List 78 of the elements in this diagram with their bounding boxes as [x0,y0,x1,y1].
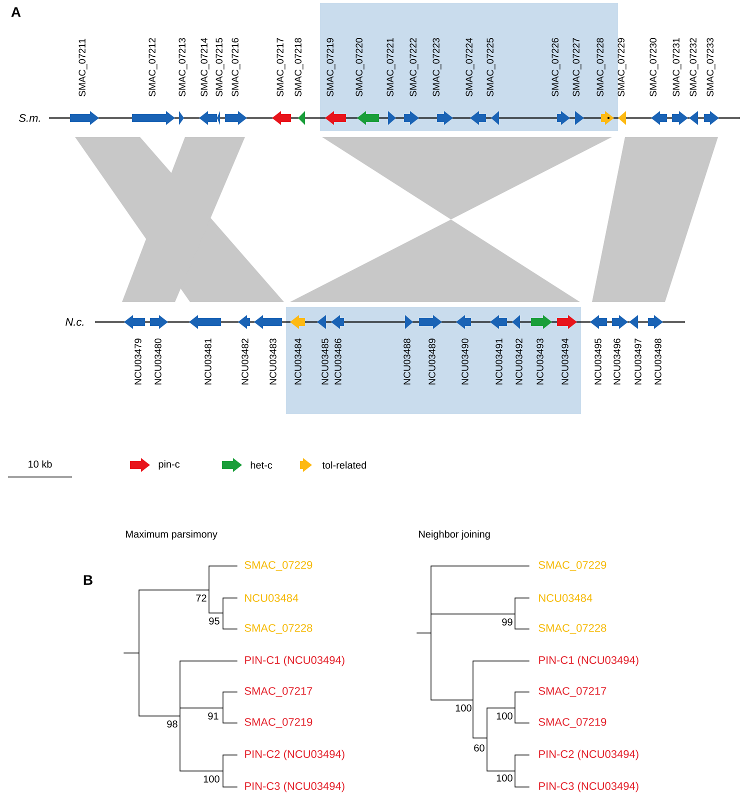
node-label: NCU03488 [404,338,410,384]
node-label: NCU03495 [594,338,602,384]
bootstrap-value: 100 [204,775,220,783]
node-label: SMAC_07219 [326,38,336,96]
node-label: SMAC_07227 [572,38,582,96]
scale-label: 10 kb [28,460,52,468]
panel-letter: B [84,575,92,585]
node-label: SMAC_07222 [410,38,418,96]
bootstrap-value: 100 [496,712,512,720]
leaf-label: NCU03484 [245,594,298,602]
node-label: SMAC_07211 [78,38,88,96]
leaf-label: SMAC_07217 [538,687,606,697]
node-label: SMAC_07214 [200,38,210,96]
node-label: NCU03498 [654,338,662,384]
bootstrap-value: 91 [208,712,218,720]
leaf-label: PIN-C1 (NCU03494) [245,656,344,666]
leaf-label: SMAC_07229 [538,561,606,571]
node-label: SMAC_07230 [650,38,658,96]
node-label: SMAC_07216 [232,38,240,96]
bootstrap-value: 98 [167,720,178,728]
leaf-label: NCU03484 [539,594,592,602]
leaf-label: PIN-C2 (NCU03494) [539,750,638,760]
bootstrap-value: 95 [209,617,220,625]
leaf-label: SMAC_07229 [244,561,312,571]
bootstrap-value: 100 [496,774,512,782]
node-label: NCU03480 [154,338,162,384]
legend-label: tol-related [322,461,366,469]
node-label: SMAC_07233 [706,38,716,96]
node-label: SMAC_07232 [690,38,698,96]
node-label: NCU03483 [270,338,276,384]
node-label: NCU03496 [614,338,620,384]
leaf-label: PIN-C3 (NCU03494) [245,782,344,792]
node-label: NCU03486 [334,338,342,384]
node-label: NCU03493 [536,338,544,384]
node-label: SMAC_07231 [672,38,682,96]
node-label: NCU03489 [428,338,436,384]
node-label: NCU03481 [204,338,212,384]
node-label: NCU03482 [242,338,248,384]
node-label: NCU03497 [634,338,642,384]
node-label: SMAC_07229 [618,38,626,96]
node-label: SMAC_07220 [356,38,364,96]
bootstrap-value: 99 [502,618,512,626]
node-label: NCU03490 [462,338,468,384]
node-label: SMAC_07223 [432,38,442,96]
leaf-label: SMAC_07228 [244,624,312,634]
node-label: NCU03484 [294,338,302,384]
leaf-label: PIN-C1 (NCU03494) [539,656,638,666]
leaf-label: SMAC_07219 [244,718,312,728]
leaf-label: SMAC_07217 [244,687,312,697]
node-label: SMAC_07221 [386,38,396,96]
bootstrap-value: 60 [474,744,484,752]
node-label: NCU03492 [516,338,522,384]
node-label: SMAC_07217 [276,38,286,96]
species-label: N.c. [66,318,84,326]
node-label: SMAC_07213 [178,38,188,96]
node-label: SMAC_07224 [466,38,474,96]
legend-label: pin-c [158,460,180,470]
node-label: NCU03479 [134,338,142,384]
leaf-label: PIN-C3 (NCU03494) [539,782,638,792]
leaf-label: SMAC_07228 [538,624,606,634]
node-label: NCU03494 [562,338,568,384]
tree-title: Maximum parsimony [126,530,218,540]
node-label: SMAC_07215 [216,38,224,96]
node-label: NCU03491 [496,338,502,384]
tree-title: Neighbor joining [419,530,490,540]
node-label: SMAC_07212 [148,38,158,96]
node-label: SMAC_07225 [486,38,496,96]
node-label: SMAC_07218 [294,38,304,96]
panel-letter: A [11,7,21,17]
node-label: SMAC_07228 [596,38,606,96]
leaf-label: SMAC_07219 [538,718,606,728]
legend-label: het-c [250,461,272,469]
bootstrap-value: 72 [196,594,206,602]
bootstrap-value: 100 [456,704,472,712]
node-label: SMAC_07226 [552,38,560,96]
node-label: NCU03485 [322,338,328,384]
leaf-label: PIN-C2 (NCU03494) [245,750,344,760]
species-label: S.m. [19,114,40,122]
